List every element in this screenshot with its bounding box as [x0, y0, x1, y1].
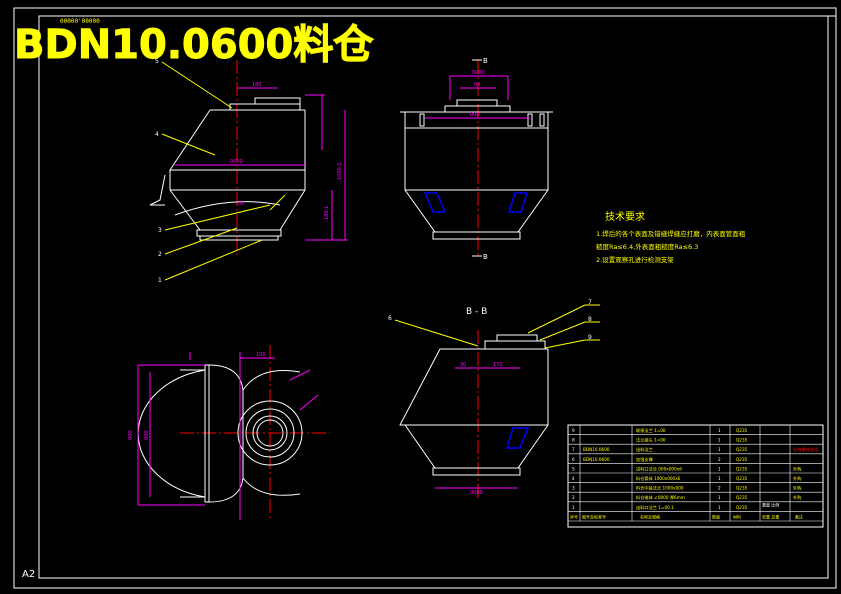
tech-heading: 技术要求 [605, 210, 645, 223]
tech-line-2: 糙度Ra≤6.4,外表面粗糙度Ra≤6.3 [596, 242, 698, 251]
svg-text:0000: 0000 [470, 490, 483, 496]
cell-name: 出料法兰 [636, 446, 653, 453]
table-header-cell: 单重 总重 [762, 513, 779, 519]
cell-material: Q235 [736, 495, 748, 500]
cell-material: Q235 [736, 505, 748, 510]
cell-no: 6 [572, 457, 575, 462]
svg-text:180: 180 [252, 82, 262, 88]
table-header-cell: 数量 [712, 513, 720, 519]
cell-no: 1 [572, 505, 575, 510]
cell-code: BDN10.0600 [583, 457, 610, 462]
cell-name: 料仓锥体 ∠0000 厚6mm [636, 494, 685, 501]
cell-material: Q235 [736, 438, 748, 443]
svg-text:8: 8 [588, 316, 592, 323]
table-header-cell: 备注 [795, 513, 803, 519]
cell-qty: 1 [718, 466, 721, 471]
cell-name: 进料口法兰 000x000x6 [636, 465, 682, 472]
cell-material: Q235 [736, 447, 748, 452]
cell-material: Q235 [736, 428, 748, 433]
cell-note: 外购 [793, 494, 801, 501]
cell-name: 料仓筒体 1000x000x6 [636, 475, 681, 482]
cell-no: 2 [572, 495, 575, 500]
svg-text:100: 100 [256, 352, 266, 358]
svg-text:1: 1 [158, 277, 162, 284]
cell-material: Q235 [736, 476, 748, 481]
cell-note: 外购 [793, 465, 801, 472]
svg-text:00: 00 [474, 82, 480, 88]
cell-qty: 1 [718, 495, 721, 500]
cell-no: 3 [572, 486, 575, 491]
sheet-size-label: A2 [22, 569, 35, 580]
side-view: B B 0000 00 000 [400, 57, 553, 261]
cell-note: 标准零件选用 [793, 446, 818, 453]
cell-material: Q235 [736, 486, 748, 491]
cell-no: 5 [572, 466, 575, 471]
plan-view: 000 000 100 [128, 345, 330, 520]
cell-code: BDN10.0600 [583, 447, 610, 452]
svg-text:000: 000 [144, 430, 150, 440]
small-title: 00000'00000 [60, 18, 100, 25]
cell-qty: 2 [718, 486, 721, 491]
cell-note: 外购 [793, 485, 801, 492]
cell-no: 4 [572, 476, 575, 481]
cell-qty: 1 [718, 447, 721, 452]
svg-text:B: B [483, 253, 488, 261]
tech-line-1: 1.焊后的各个表面及错缝焊缝应打磨，内表面管面粗 [596, 229, 746, 238]
svg-text:B - B: B - B [466, 307, 487, 317]
cell-material: Q235 [736, 466, 748, 471]
svg-text:000: 000 [128, 430, 134, 440]
cell-name: 法兰接头 1=00 [636, 437, 666, 444]
technical-requirements: 技术要求 1.焊后的各个表面及错缝焊缝应打磨，内表面管面粗 糙度Ra≤6.4,外… [596, 210, 746, 264]
cell-qty: 2 [718, 457, 721, 462]
table-header-cell: 名称及规格 [640, 513, 660, 519]
svg-text:170: 170 [493, 362, 503, 368]
svg-text:4: 4 [155, 131, 159, 138]
outer-border [13, 7, 837, 589]
svg-text:5: 5 [155, 58, 159, 65]
cell-note: 外购 [793, 475, 801, 482]
cell-no: 9 [572, 428, 575, 433]
svg-text:6: 6 [388, 315, 392, 322]
cell-name: 料仓中段法兰 1000x000 [636, 485, 684, 492]
table-header-cell: 图号及标准号 [582, 513, 606, 519]
svg-text:3: 3 [158, 227, 162, 234]
svg-text:B: B [483, 57, 488, 65]
table-header-cell: 序号 [570, 513, 578, 519]
svg-text:9: 9 [588, 334, 592, 341]
tech-line-3: 2.设置观察孔进行检测支架 [596, 255, 674, 264]
cell-no: 7 [572, 447, 575, 452]
cell-name: 加强支撑 [636, 456, 654, 463]
drawing-title: BDN10.0600料仓 [14, 22, 374, 68]
svg-text:0000: 0000 [230, 159, 243, 165]
cell-qty: 1 [718, 476, 721, 481]
weight-cell: 重量 比例 [762, 502, 779, 508]
section-view: B - B 30 170 0000 6 7 8 9 [388, 299, 600, 500]
svg-text:0000: 0000 [472, 70, 485, 76]
svg-text:1000.1: 1000.1 [337, 163, 343, 181]
inner-border [38, 15, 829, 579]
cell-material: Q235 [736, 457, 748, 462]
cell-name: 出料口法兰 1=00.1 [636, 504, 674, 511]
cell-qty: 1 [718, 438, 721, 443]
cell-qty: 1 [718, 428, 721, 433]
svg-text:000: 000 [470, 112, 480, 118]
svg-text:30: 30 [460, 362, 466, 368]
svg-text:00: 00 [238, 201, 244, 207]
table-header-cell: 材料 [733, 513, 741, 519]
svg-text:180.1: 180.1 [324, 206, 330, 220]
cell-qty: 1 [718, 505, 721, 510]
cell-no: 8 [572, 438, 575, 443]
front-view: 180 0000 1000.1 180.1 00 5 4 3 2 1 [149, 58, 348, 284]
svg-text:2: 2 [158, 251, 162, 258]
svg-text:7: 7 [588, 299, 592, 306]
cell-name: 联接法兰 1=00 [636, 427, 666, 434]
